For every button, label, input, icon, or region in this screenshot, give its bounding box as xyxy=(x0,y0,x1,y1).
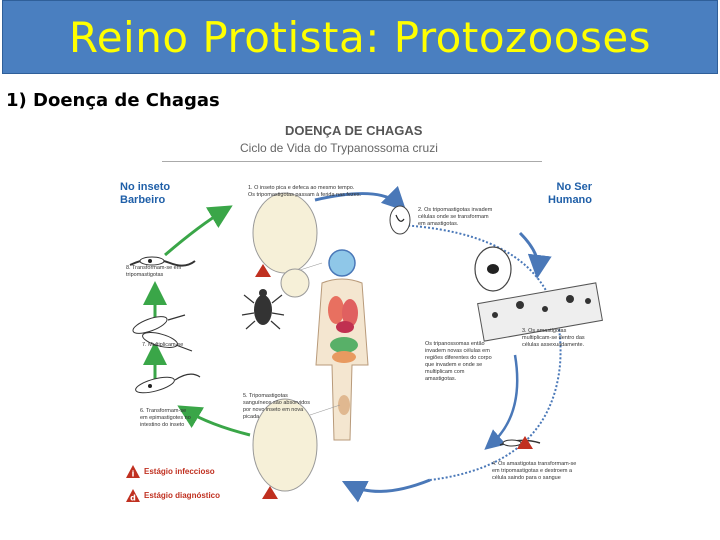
svg-text:d: d xyxy=(130,494,136,503)
step2-parasite-figure xyxy=(389,205,411,235)
legend-infective: i Estágio infeccioso xyxy=(126,465,215,478)
diagnostic-stage-icon: d xyxy=(126,489,140,502)
step-3b-line-3: regiões diferentes do corpo xyxy=(425,355,492,361)
step-2-text: 2. Os tripomastigotas invadem células on… xyxy=(418,207,492,228)
step-3-line-3: células assexuadamente. xyxy=(522,342,585,348)
trypomastigote-figure-8 xyxy=(129,256,196,267)
diagram-title: DOENÇA DE CHAGAS xyxy=(285,123,423,138)
step-4-line-3: célula saindo para o sangue xyxy=(492,475,561,481)
step-7-line-1: 7. Multiplicam-se xyxy=(142,342,184,348)
arrow-insect-8-to-1 xyxy=(164,205,233,257)
step-6-line-3: intestino do inseto xyxy=(140,422,185,428)
cell-zoom-circle xyxy=(280,268,310,298)
step-8-line-1: 8. Transformam-se em xyxy=(126,265,182,271)
epimastigote-figure-7 xyxy=(132,314,193,352)
infective-stage-icon: i xyxy=(126,465,140,478)
diagnostic-stage-marker-cell xyxy=(262,486,278,499)
step-8-text: 8. Transformam-se em tripomastigotas xyxy=(126,265,181,279)
step-1-line-1: 1. O inseto pica e defeca ao mesmo tempo… xyxy=(248,185,355,191)
step-5-text: 5. Tripomastigotas sanguíneos são absorv… xyxy=(243,393,310,421)
bite-zoom-circle xyxy=(252,192,318,274)
step-5-line-2: sanguíneos são absorvidos xyxy=(243,400,310,406)
header-divider xyxy=(162,161,542,162)
diagram-subtitle: Ciclo de Vida do Trypanossoma cruzi xyxy=(240,141,438,155)
step-3-line-2: multiplicam-se dentro das xyxy=(522,335,585,341)
arrow-to-blood xyxy=(341,478,431,503)
step-3-line-1: 3. Os amastigotas xyxy=(522,328,567,334)
arrow-step2-3 xyxy=(518,231,552,279)
diagnostic-stage-marker-blood xyxy=(517,436,533,449)
step-5-line-4: picada xyxy=(243,414,260,420)
arrow-insect-5-to-6 xyxy=(177,405,251,437)
blood-meal-zoom-circle xyxy=(252,398,318,492)
host-insect-label: No inseto Barbeiro xyxy=(120,181,170,207)
host-human-line-1: No Ser xyxy=(556,181,592,193)
step-2-line-1: 2. Os tripomastigotas invadem xyxy=(418,207,493,213)
title-bar: Reino Protista: Protozooses xyxy=(2,0,718,74)
legend-diagnostic-label: Estágio diagnóstico xyxy=(144,491,221,500)
legend-diagnostic: d Estágio diagnóstico xyxy=(126,489,220,502)
step-4-line-1: 4. Os amastigotas transformam-se xyxy=(492,461,577,467)
step-5-line-3: por novo inseto em nova xyxy=(243,407,304,413)
step-3b-line-6: amastigotas. xyxy=(425,376,457,382)
step-4-text: 4. Os amastigotas transformam-se em trip… xyxy=(492,461,576,482)
arrow-to-human xyxy=(314,185,407,212)
svg-text:i: i xyxy=(132,470,135,479)
step-3b-line-1: Os tripanossomas então xyxy=(425,341,485,347)
step-3b-line-4: que invadem e onde se xyxy=(425,362,483,368)
muscle-tissue-figure xyxy=(477,282,603,342)
cycle-artwork xyxy=(129,185,603,503)
trypomastigote-figure-4 xyxy=(499,439,541,447)
infective-stage-marker-bite xyxy=(255,264,271,277)
host-human-label: No Ser Humano xyxy=(548,181,592,207)
host-insect-line-2: Barbeiro xyxy=(120,194,166,206)
human-body-figure xyxy=(315,249,369,441)
arrow-circulation xyxy=(484,354,519,450)
step-8-line-2: tripomastigotas xyxy=(126,272,164,278)
step-5-line-1: 5. Tripomastigotas xyxy=(243,393,288,399)
step-3b-line-5: multiplicam com xyxy=(425,369,465,375)
step-3-text: 3. Os amastigotas multiplicam-se dentro … xyxy=(522,328,585,349)
step-6-line-2: em epimastigotes no xyxy=(140,415,191,421)
step-2-line-2: células onde se transformam xyxy=(418,214,489,220)
step-1-line-2: Os tripomastigotas passam à ferida nas f… xyxy=(248,192,362,198)
page-title: Reino Protista: Protozooses xyxy=(68,12,652,62)
kissing-bug-figure xyxy=(241,289,285,330)
step-6-line-1: 6. Transformam-se xyxy=(140,408,187,414)
chagas-life-cycle-diagram: DOENÇA DE CHAGAS Ciclo de Vida do Trypan… xyxy=(100,115,620,535)
host-human-line-2: Humano xyxy=(548,194,592,206)
host-insect-line-1: No inseto xyxy=(120,181,171,193)
step-4-line-2: em tripomastigotas e destroem a xyxy=(492,468,573,474)
step-6-text: 6. Transformam-se em epimastigotes no in… xyxy=(140,408,191,429)
step-7-text: 7. Multiplicam-se xyxy=(142,342,183,349)
legend-infective-label: Estágio infeccioso xyxy=(144,467,215,476)
epimastigote-figure-6 xyxy=(135,373,201,394)
section-label: 1) Doença de Chagas xyxy=(6,90,220,111)
step-3b-line-2: invadem novas células em xyxy=(425,348,490,354)
step-3b-text: Os tripanossomas então invadem novas cél… xyxy=(425,341,492,383)
step-2-line-3: em amastigotas. xyxy=(418,221,459,227)
step-1-text: 1. O inseto pica e defeca ao mesmo tempo… xyxy=(248,185,361,199)
infected-cell-figure xyxy=(474,246,512,292)
